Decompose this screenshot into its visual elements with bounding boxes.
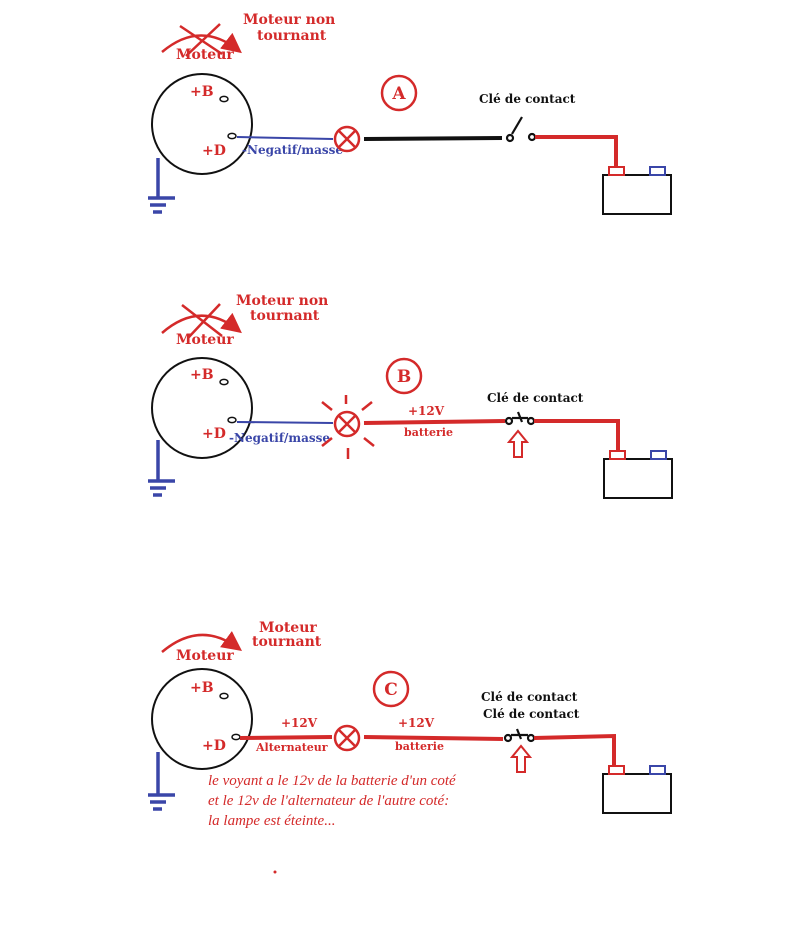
terminal-d-label: +D [202, 426, 226, 442]
lit-warning-lamp-icon [321, 395, 375, 459]
engine-title-line1: Moteur [259, 620, 317, 636]
terminal-d-label: +D [202, 738, 226, 754]
battery-icon [602, 166, 672, 215]
terminal-b-label: +B [190, 680, 214, 696]
warning-lamp-icon [333, 125, 361, 153]
ignition-key-switch-closed-icon [504, 411, 536, 426]
key-label: Clé de contact [481, 690, 578, 704]
panel-letter: A [391, 84, 406, 104]
terminal-b-label: +B [190, 367, 214, 383]
battery-icon [602, 765, 672, 814]
key-label: Clé de contact [487, 391, 584, 405]
panel-a: Moteur non tournant Moteur +B +D -Negati… [148, 12, 672, 215]
left-wire-voltage: +12V [281, 716, 318, 730]
terminal-b-dot [219, 692, 229, 700]
right-wire-source: batterie [404, 426, 453, 439]
key-label-duplicate: Clé de contact [483, 707, 580, 721]
ground-symbol-icon [148, 158, 175, 214]
panel-c: Moteur tournant Moteur +B +D +12V Altern… [148, 620, 672, 874]
battery-wire-to-lamp [363, 419, 506, 425]
ignition-key-switch-closed-icon [503, 728, 536, 743]
battery-wire [533, 733, 616, 766]
engine-title-line1: Moteur non [236, 293, 328, 309]
battery-wire [534, 419, 620, 451]
terminal-d-label: +D [202, 143, 226, 159]
panel-letter: B [397, 367, 411, 387]
open-wire [363, 136, 503, 141]
alternator-circle [151, 73, 253, 175]
press-arrow-icon [509, 744, 533, 773]
stray-dot [273, 870, 277, 874]
left-wire-label: -Negatif/masse [229, 431, 330, 445]
left-wire-label: -Negatif/masse [242, 143, 343, 157]
moteur-label: Moteur [176, 47, 234, 63]
panel-letter-badge: C [372, 670, 410, 708]
panel-b: Moteur non tournant Moteur +B +D -Negati… [148, 293, 673, 499]
terminal-d-dot [227, 132, 237, 140]
left-wire-source: Alternateur [255, 741, 328, 754]
moteur-label: Moteur [176, 648, 234, 664]
warning-lamp-icon [333, 724, 361, 752]
negative-wire [236, 136, 334, 140]
cross-icon [181, 303, 223, 339]
note-line3: la lampe est éteinte... [208, 813, 335, 829]
battery-wire [535, 135, 618, 168]
panel-letter-badge: A [380, 74, 418, 112]
terminal-b-label: +B [190, 84, 214, 100]
engine-title-line2: tournant [252, 634, 322, 650]
panel-letter: C [384, 680, 398, 700]
terminal-d-dot [227, 416, 237, 424]
right-wire-voltage: +12V [398, 716, 435, 730]
ground-symbol-icon [148, 440, 175, 497]
note-line1: le voyant a le 12v de la batterie d'un c… [208, 773, 457, 789]
press-arrow-icon [506, 429, 530, 458]
rotation-arrow-icon [161, 312, 242, 334]
terminal-b-dot [219, 378, 229, 386]
rotation-arrow-icon [161, 631, 243, 653]
cross-icon [179, 23, 223, 57]
right-wire-voltage: +12V [408, 404, 445, 418]
ground-symbol-icon [148, 752, 175, 811]
battery-wire-to-lamp [363, 735, 504, 741]
engine-title-line2: tournant [257, 28, 327, 44]
battery-icon [603, 450, 673, 499]
rotation-arrow-icon [161, 32, 242, 54]
key-label: Clé de contact [479, 92, 576, 106]
terminal-b-dot [219, 95, 229, 103]
ignition-key-switch-icon [505, 116, 537, 143]
engine-title-line1: Moteur non [243, 12, 335, 28]
moteur-label: Moteur [176, 332, 234, 348]
panel-letter-badge: B [385, 357, 423, 395]
right-wire-source: batterie [395, 740, 444, 753]
alternator-wire [239, 735, 333, 740]
engine-title-line2: tournant [250, 308, 320, 324]
note-line2: et le 12v de l'alternateur de l'autre co… [208, 793, 449, 809]
negative-wire [236, 421, 334, 424]
